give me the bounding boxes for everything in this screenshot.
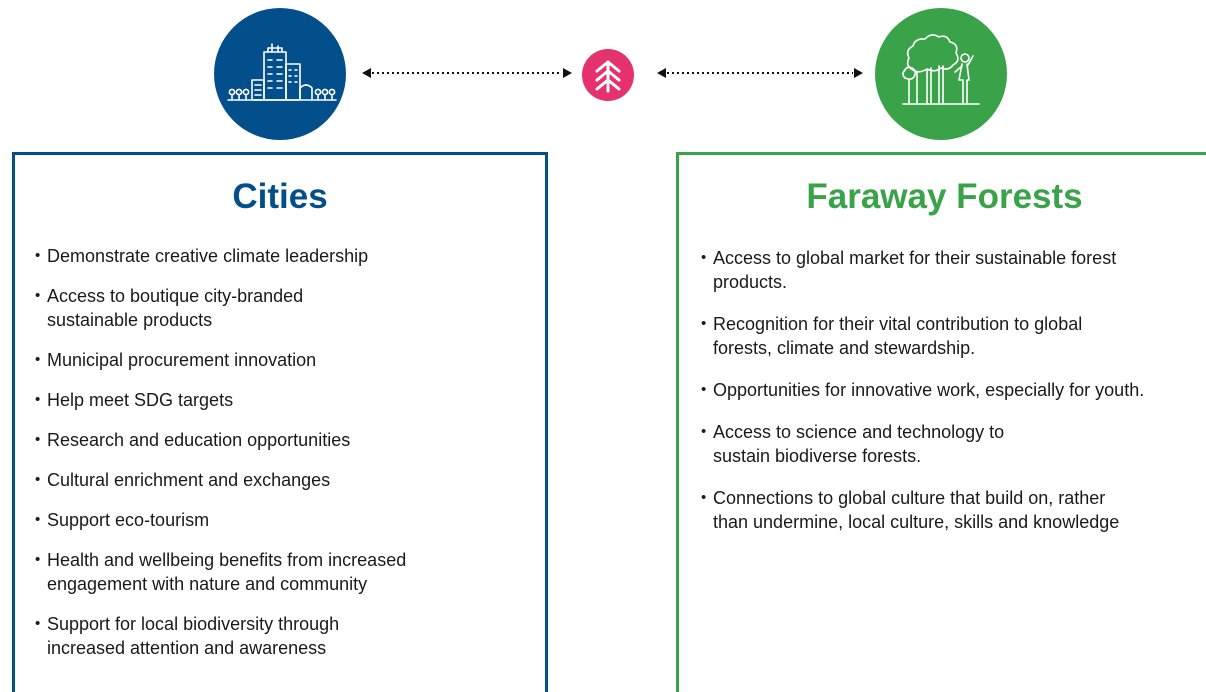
left-connector-arrow [360,64,574,82]
cities-circle [214,8,346,140]
forests-title: Faraway Forests [806,177,1083,216]
list-item: Access to boutique city-branded sustaina… [35,284,347,332]
list-item: Research and education opportunities [35,428,515,452]
list-item: Connections to global culture that build… [701,486,1133,534]
cities-benefits-list: Demonstrate creative climate leadership … [35,244,515,676]
list-item: Support eco-tourism [35,508,515,532]
center-logo-circle [582,49,634,101]
list-item: Access to science and technology to sust… [701,420,1043,468]
trees-person-icon [902,34,980,105]
list-item: Support for local biodiversity through i… [35,612,407,660]
city-buildings-icon [227,43,337,101]
cities-panel: Cities Demonstrate creative climate lead… [12,152,548,692]
forests-panel: Faraway Forests Access to global market … [676,152,1206,692]
list-item: Demonstrate creative climate leadership [35,244,515,268]
list-item: Cultural enrichment and exchanges [35,468,515,492]
list-item: Health and wellbeing benefits from incre… [35,548,507,596]
list-item: Access to global market for their sustai… [701,246,1153,294]
forests-benefits-list: Access to global market for their sustai… [701,246,1171,552]
list-item: Opportunities for innovative work, espec… [701,378,1153,402]
cities-title: Cities [232,177,328,216]
list-item: Municipal procurement innovation [35,348,515,372]
arrow-tree-logo-icon [595,60,621,93]
list-item: Help meet SDG targets [35,388,515,412]
list-item: Recognition for their vital contribution… [701,312,1113,360]
forests-circle [875,8,1007,140]
right-connector-arrow [655,64,865,82]
